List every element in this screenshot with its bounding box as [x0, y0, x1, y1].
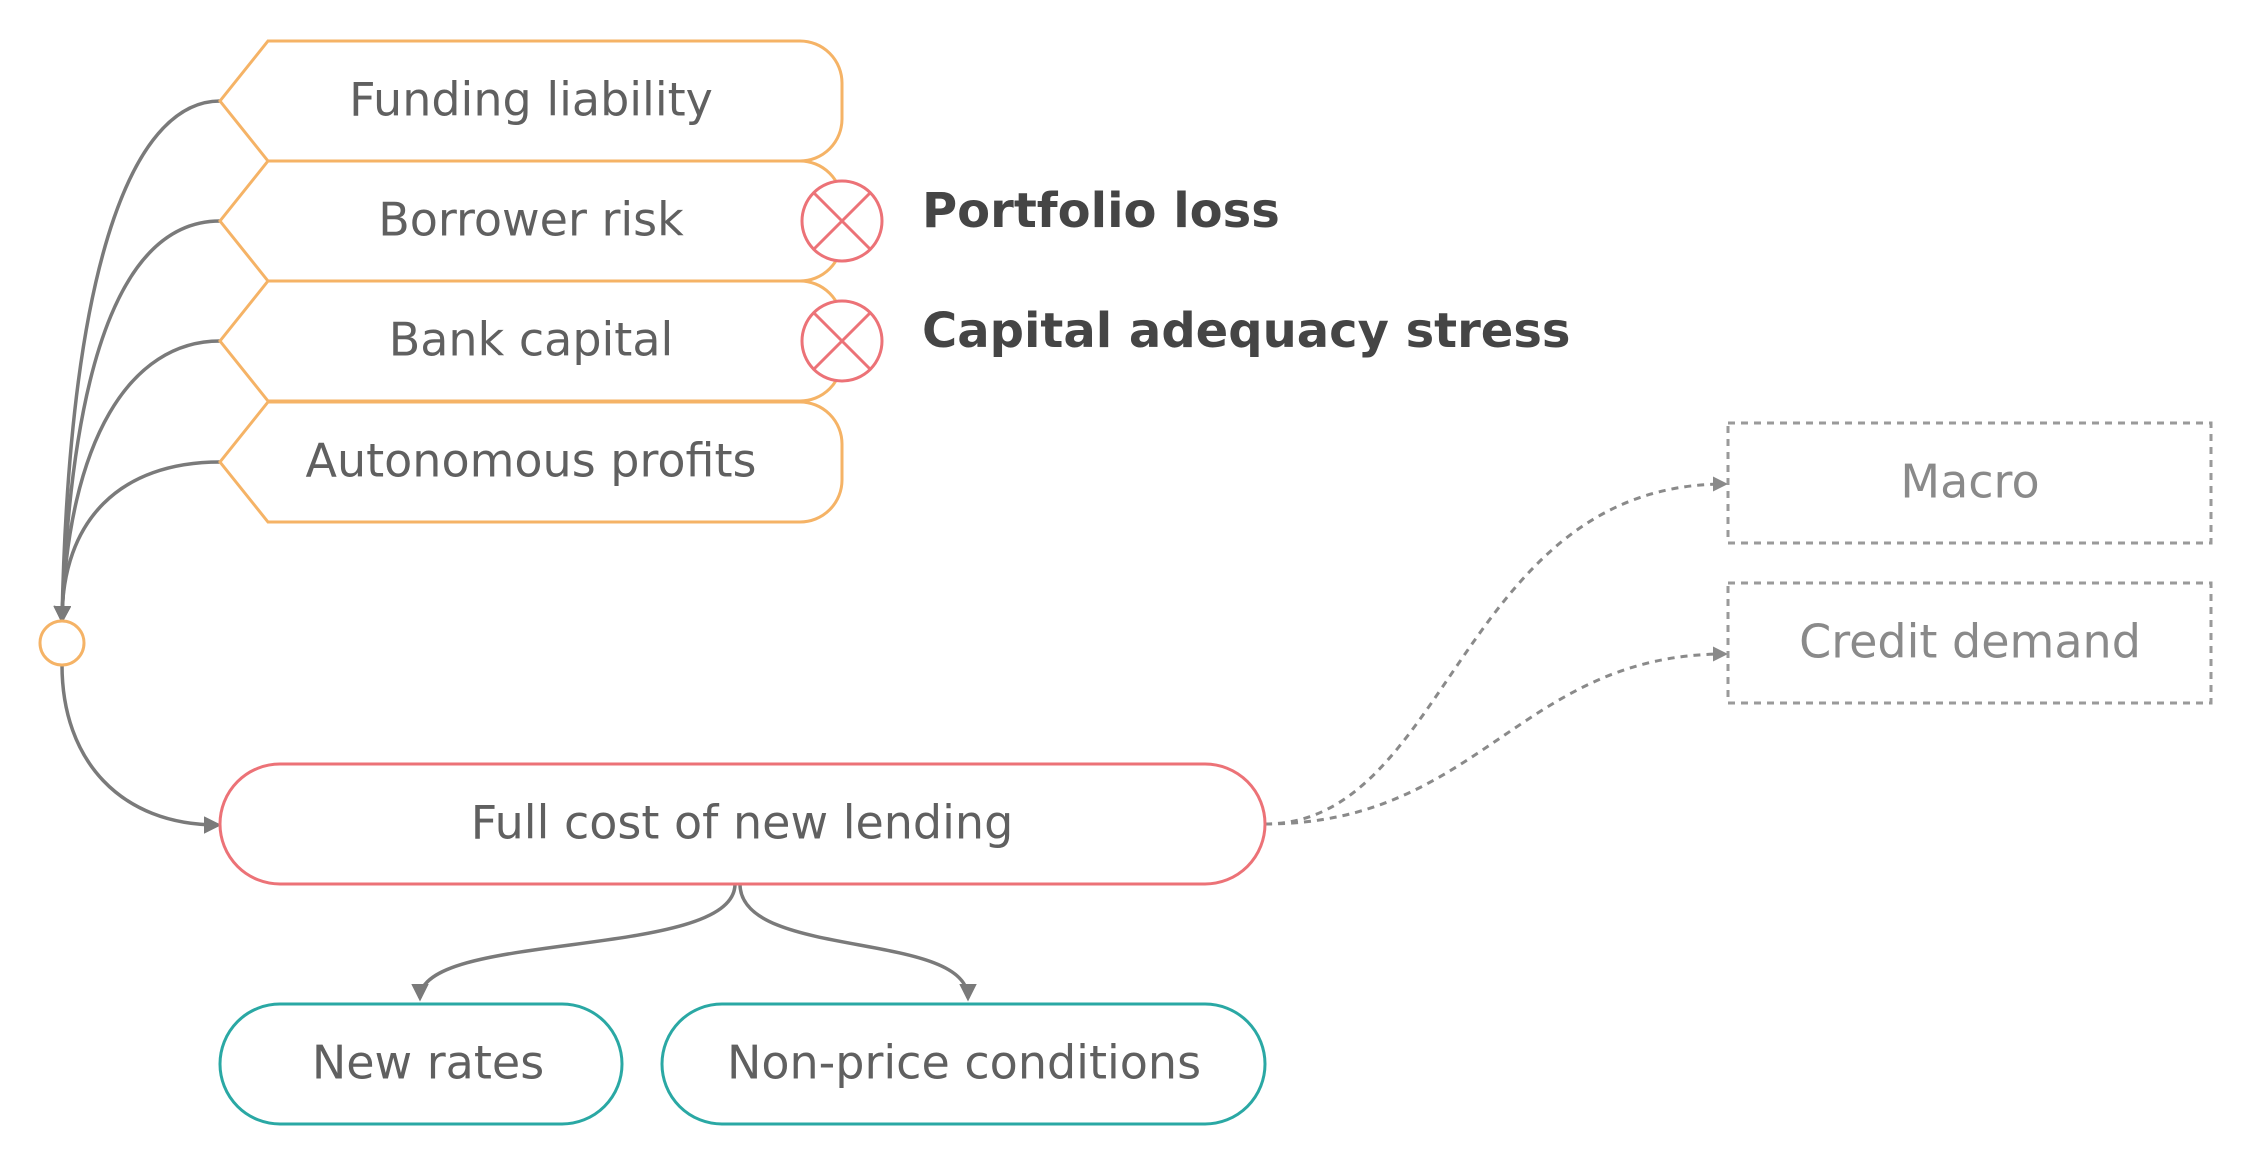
- outcome-label: New rates: [312, 1036, 544, 1090]
- edge-capital-to-junction: [53, 339, 221, 624]
- external-node-credit-demand: Credit demand: [1726, 581, 2213, 705]
- outcome-node-nonprice-conditions: Non-price conditions: [660, 1002, 1267, 1126]
- edge-core-to-nonprice: [738, 883, 977, 1002]
- shock-capital-adequacy-stress: Capital adequacy stress: [800, 299, 1571, 383]
- driver-node-autonomous-profits: Autonomous profits: [218, 400, 844, 524]
- edge-junction-to-core: [60, 664, 222, 834]
- core-label: Full cost of new lending: [471, 796, 1014, 850]
- junction-node: [38, 619, 86, 667]
- edge-borrower-to-junction: [53, 219, 221, 624]
- outcome-node-new-rates: New rates: [218, 1002, 624, 1126]
- x-circle-icon: [800, 299, 884, 383]
- driver-label: Borrower risk: [378, 193, 684, 247]
- driver-label: Autonomous profits: [305, 434, 756, 488]
- shock-label: Capital adequacy stress: [922, 303, 1571, 359]
- outcome-label: Non-price conditions: [727, 1036, 1201, 1090]
- edge-funding-to-junction: [53, 99, 221, 624]
- x-circle-icon: [800, 179, 884, 263]
- external-label: Macro: [1900, 455, 2039, 509]
- edge-profits-to-junction: [53, 460, 221, 624]
- driver-label: Funding liability: [349, 73, 713, 127]
- driver-node-funding-liability: Funding liability: [218, 39, 844, 163]
- shock-label: Portfolio loss: [922, 183, 1280, 239]
- edge-core-to-macro: [1264, 476, 1728, 826]
- edge-core-to-credit-demand: [1264, 646, 1728, 826]
- external-node-macro: Macro: [1726, 421, 2213, 545]
- driver-node-borrower-risk: Borrower risk: [218, 159, 844, 283]
- core-node-full-cost: Full cost of new lending: [218, 762, 1267, 886]
- driver-label: Bank capital: [389, 313, 674, 367]
- edge-core-to-new-rates: [411, 883, 737, 1002]
- external-label: Credit demand: [1799, 615, 2141, 669]
- driver-node-bank-capital: Bank capital: [218, 279, 844, 403]
- shock-portfolio-loss: Portfolio loss: [800, 179, 1280, 263]
